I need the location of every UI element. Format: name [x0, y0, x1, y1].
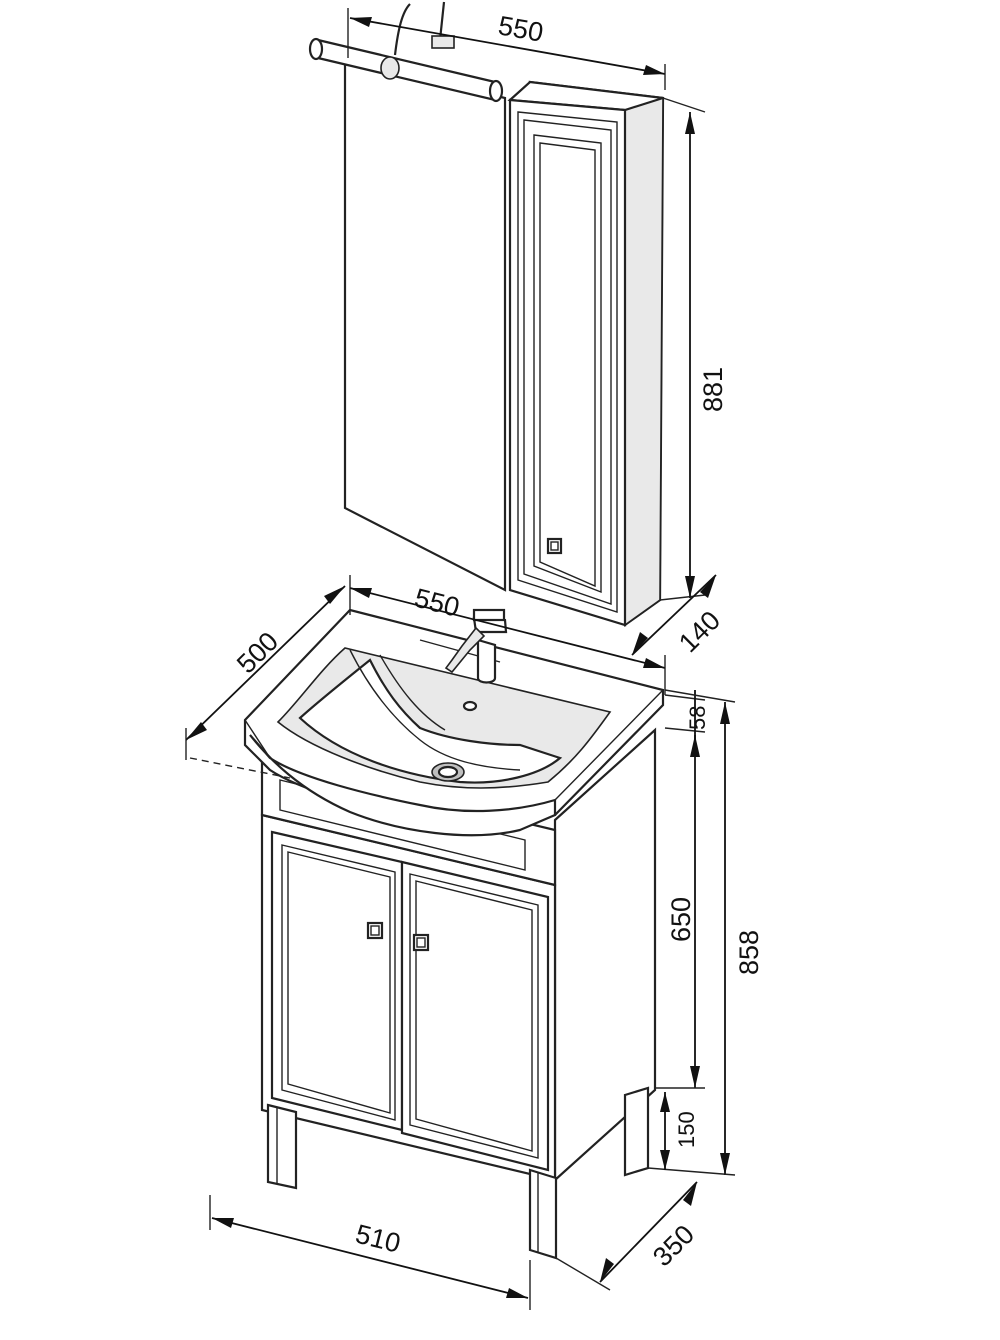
dim-base-width: 510: [353, 1219, 404, 1259]
dim-mirror-width: 550: [496, 10, 546, 47]
dimension-lines: [185, 8, 736, 1310]
faucet-icon: [444, 608, 508, 684]
door-handle-right-icon: [412, 933, 430, 952]
mirror: [343, 56, 507, 592]
dim-vanity-width: 550: [412, 583, 463, 623]
dim-cabinet-height: 881: [698, 367, 728, 412]
cabinet-handle-icon: [546, 537, 563, 555]
dim-total-height: 858: [734, 930, 764, 975]
dim-cabinet-depth: 140: [673, 605, 726, 658]
washbasin: [243, 608, 665, 837]
dim-sink-lip: 58: [685, 706, 710, 730]
dim-base-depth: 350: [647, 1219, 700, 1272]
lamp: [308, 1, 504, 103]
dim-vanity-depth: 500: [231, 626, 284, 679]
dim-leg-height: 150: [674, 1111, 699, 1148]
dim-body-height: 650: [666, 897, 696, 942]
door-handle-left-icon: [366, 921, 384, 940]
wall-cabinet: [507, 80, 665, 627]
